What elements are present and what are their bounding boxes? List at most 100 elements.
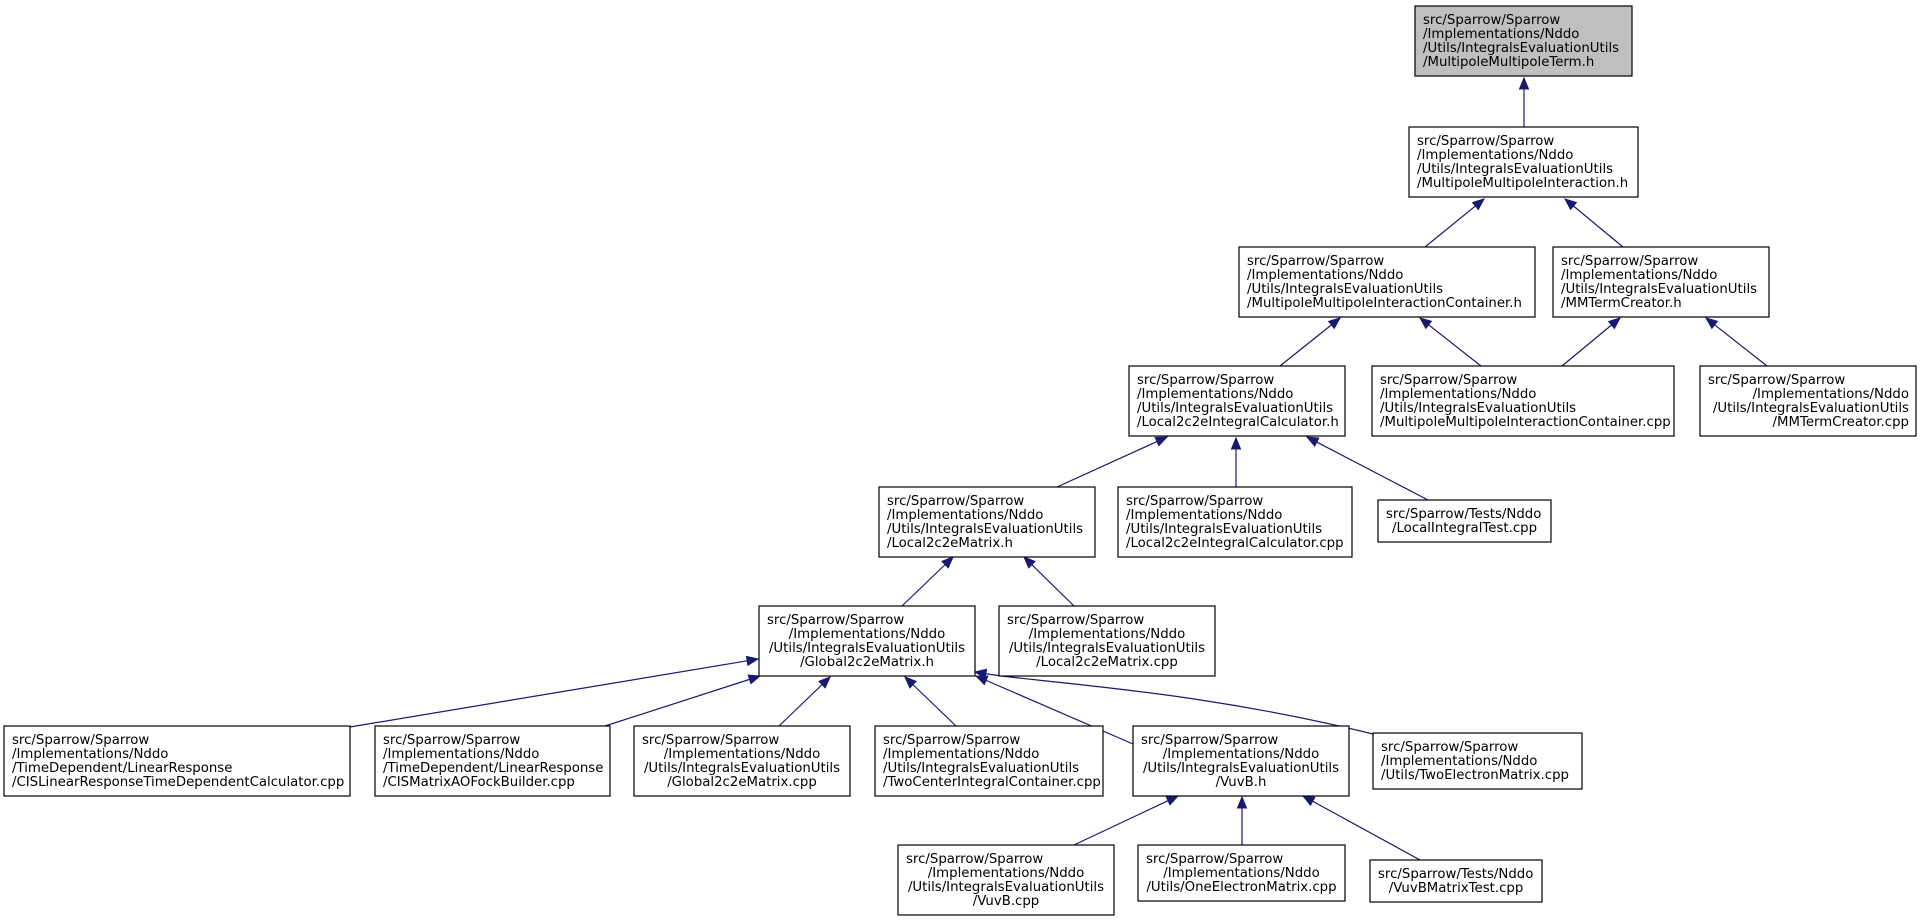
- edge-line: [1279, 324, 1332, 367]
- node-box[interactable]: [1372, 732, 1583, 790]
- node-label-line: /Utils/IntegralsEvaluationUtils: [1380, 401, 1576, 416]
- node-label-line: /Utils/IntegralsEvaluationUtils: [887, 522, 1083, 537]
- node-box[interactable]: [633, 725, 851, 797]
- arrowhead-icon: [818, 676, 831, 689]
- edge-line: [1714, 324, 1768, 367]
- edge-n12-to-n10: [349, 655, 760, 728]
- node-label-line: /Implementations/Nddo: [12, 747, 168, 762]
- nodes-layer: src/Sparrow/Sparrow/Implementations/Nddo…: [3, 5, 1917, 916]
- node-label-line: /Implementations/Nddo: [789, 627, 945, 642]
- node-label-line: /Implementations/Nddo: [1753, 387, 1909, 402]
- node-n0[interactable]: src/Sparrow/Sparrow/Implementations/Nddo…: [1414, 5, 1633, 77]
- node-box[interactable]: [1132, 725, 1350, 797]
- arrowhead-icon: [1230, 436, 1242, 450]
- node-label-line: /Utils/IntegralsEvaluationUtils: [1126, 522, 1322, 537]
- edge-n15-to-n10: [904, 676, 957, 727]
- node-n15[interactable]: src/Sparrow/Sparrow/Implementations/Nddo…: [874, 725, 1104, 797]
- edge-line: [985, 673, 1386, 738]
- edge-n17-to-n10: [973, 668, 1386, 738]
- arrowhead-icon: [1301, 795, 1316, 807]
- node-n14[interactable]: src/Sparrow/Sparrow/Implementations/Nddo…: [633, 725, 851, 797]
- node-n13[interactable]: src/Sparrow/Sparrow/Implementations/Nddo…: [374, 725, 611, 797]
- edges-layer: [349, 76, 1768, 861]
- node-label-line: /TwoCenterIntegralContainer.cpp: [883, 775, 1101, 790]
- arrowhead-icon: [1471, 198, 1486, 211]
- edge-line: [1316, 441, 1429, 501]
- node-label-line: src/Sparrow/Sparrow: [767, 613, 904, 628]
- node-label-line: /Implementations/Nddo: [1423, 27, 1579, 42]
- node-n10[interactable]: src/Sparrow/Sparrow/Implementations/Nddo…: [758, 605, 976, 677]
- edge-n5-to-n2: [1418, 317, 1482, 367]
- node-n16[interactable]: src/Sparrow/Sparrow/Implementations/Nddo…: [1132, 725, 1350, 797]
- node-box[interactable]: [897, 844, 1115, 916]
- arrowhead-icon: [1023, 556, 1036, 569]
- edge-n4-to-n2: [1279, 317, 1342, 367]
- node-label-line: /Implementations/Nddo: [1163, 747, 1319, 762]
- node-n6[interactable]: src/Sparrow/Sparrow/Implementations/Nddo…: [1699, 365, 1917, 437]
- node-label-line: /Implementations/Nddo: [1137, 387, 1293, 402]
- node-label-line: src/Sparrow/Sparrow: [383, 733, 520, 748]
- node-label-line: /Utils/OneElectronMatrix.cpp: [1146, 880, 1336, 895]
- node-box[interactable]: [998, 605, 1216, 677]
- node-box[interactable]: [874, 725, 1104, 797]
- node-n7[interactable]: src/Sparrow/Sparrow/Implementations/Nddo…: [878, 486, 1096, 558]
- node-box[interactable]: [374, 725, 611, 797]
- node-n18[interactable]: src/Sparrow/Sparrow/Implementations/Nddo…: [897, 844, 1115, 916]
- node-box[interactable]: [1369, 859, 1543, 903]
- arrowhead-icon: [974, 675, 989, 686]
- node-label-line: src/Sparrow/Sparrow: [642, 733, 779, 748]
- node-box[interactable]: [1128, 365, 1346, 437]
- node-n17[interactable]: src/Sparrow/Sparrow/Implementations/Nddo…: [1372, 732, 1583, 790]
- node-n2[interactable]: src/Sparrow/Sparrow/Implementations/Nddo…: [1238, 246, 1536, 318]
- node-label-line: /Utils/IntegralsEvaluationUtils: [1561, 282, 1757, 297]
- node-box[interactable]: [3, 725, 351, 797]
- node-box[interactable]: [1117, 486, 1353, 558]
- node-label-line: /Utils/IntegralsEvaluationUtils: [1417, 162, 1613, 177]
- node-label-line: /Utils/IntegralsEvaluationUtils: [644, 761, 840, 776]
- node-label-line: src/Sparrow/Sparrow: [906, 852, 1043, 867]
- node-label-line: src/Sparrow/Sparrow: [1423, 13, 1560, 28]
- node-n1[interactable]: src/Sparrow/Sparrow/Implementations/Nddo…: [1408, 126, 1639, 198]
- edge-line: [778, 684, 823, 727]
- node-n12[interactable]: src/Sparrow/Sparrow/Implementations/Nddo…: [3, 725, 351, 797]
- node-label-line: /TimeDependent/LinearResponse: [383, 761, 603, 776]
- edge-line: [601, 678, 750, 728]
- node-box[interactable]: [1377, 499, 1552, 543]
- node-label-line: /TimeDependent/LinearResponse: [12, 761, 232, 776]
- node-label-line: /Implementations/Nddo: [1561, 268, 1717, 283]
- node-box[interactable]: [1408, 126, 1639, 198]
- node-box[interactable]: [1552, 246, 1770, 318]
- edge-n14-to-n10: [778, 676, 831, 727]
- node-label-line: /Implementations/Nddo: [1163, 866, 1319, 881]
- node-n19[interactable]: src/Sparrow/Sparrow/Implementations/Nddo…: [1137, 844, 1346, 902]
- node-box[interactable]: [1699, 365, 1917, 437]
- node-n4[interactable]: src/Sparrow/Sparrow/Implementations/Nddo…: [1128, 365, 1346, 437]
- node-label-line: /Implementations/Nddo: [1380, 387, 1536, 402]
- node-box[interactable]: [1238, 246, 1536, 318]
- node-n11[interactable]: src/Sparrow/Sparrow/Implementations/Nddo…: [998, 605, 1216, 677]
- node-box[interactable]: [878, 486, 1096, 558]
- node-label-line: /Global2c2eMatrix.h: [800, 655, 934, 670]
- root-node-box[interactable]: [1414, 5, 1633, 77]
- node-label-line: src/Sparrow/Sparrow: [1146, 852, 1283, 867]
- node-n9[interactable]: src/Sparrow/Tests/Nddo/LocalIntegralTest…: [1377, 499, 1552, 543]
- edge-line: [1031, 564, 1075, 607]
- node-n3[interactable]: src/Sparrow/Sparrow/Implementations/Nddo…: [1552, 246, 1770, 318]
- arrowhead-icon: [745, 655, 760, 667]
- edge-line: [1561, 324, 1612, 367]
- node-n20[interactable]: src/Sparrow/Tests/Nddo/VuvBMatrixTest.cp…: [1369, 859, 1543, 903]
- node-label-line: /Implementations/Nddo: [928, 866, 1084, 881]
- node-box[interactable]: [1137, 844, 1346, 902]
- node-label-line: /MultipoleMultipoleInteractionContainer.…: [1380, 415, 1671, 430]
- node-label-line: /Utils/IntegralsEvaluationUtils: [769, 641, 965, 656]
- node-box[interactable]: [758, 605, 976, 677]
- node-box[interactable]: [1371, 365, 1675, 437]
- edge-n6-to-n3: [1704, 317, 1768, 367]
- arrowhead-icon: [1154, 436, 1169, 447]
- node-n8[interactable]: src/Sparrow/Sparrow/Implementations/Nddo…: [1117, 486, 1353, 558]
- edge-n20-to-n16: [1301, 795, 1421, 861]
- edge-n18-to-n16: [1073, 795, 1180, 846]
- arrowhead-icon: [1236, 795, 1248, 809]
- node-n5[interactable]: src/Sparrow/Sparrow/Implementations/Nddo…: [1371, 365, 1675, 437]
- node-label-line: src/Sparrow/Sparrow: [887, 494, 1024, 509]
